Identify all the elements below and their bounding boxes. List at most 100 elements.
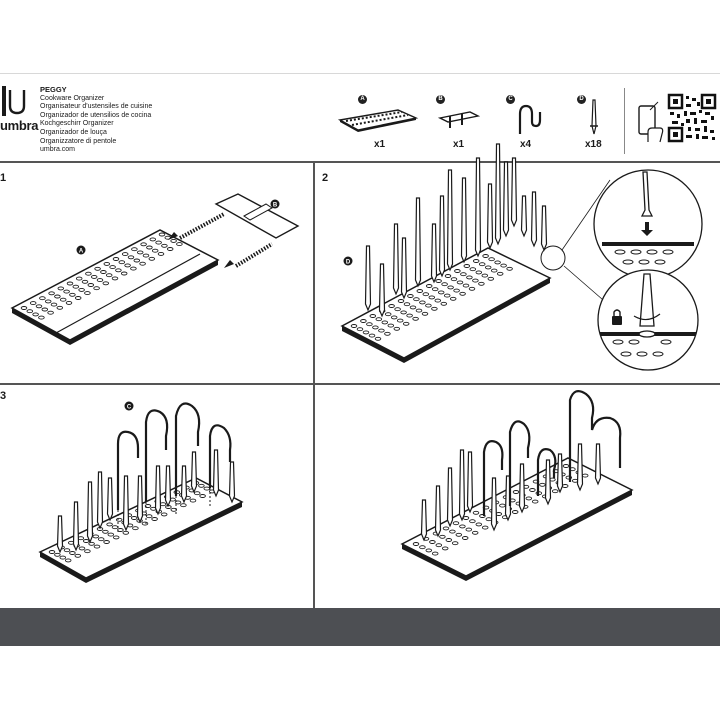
peg-hole xyxy=(478,281,485,286)
peg-hole xyxy=(161,243,168,248)
peg-hole xyxy=(455,532,463,537)
step-2-illustration: D xyxy=(340,143,703,371)
peg-hole xyxy=(65,300,73,305)
peg-hole xyxy=(131,247,138,252)
peg xyxy=(530,191,538,248)
peg-hole xyxy=(374,336,382,341)
peg-hole xyxy=(494,260,501,265)
peg-hole xyxy=(32,312,39,317)
peg-hole xyxy=(409,305,417,310)
step-4-illustration xyxy=(400,390,634,581)
step-number-2: 2 xyxy=(322,172,329,184)
peg-hole xyxy=(482,254,489,258)
peg-hole xyxy=(111,525,119,530)
peg-hole xyxy=(78,546,86,551)
peg-hole xyxy=(442,526,450,531)
peg-hole xyxy=(475,270,483,275)
wire-hook-icon xyxy=(518,104,542,134)
peg-hole xyxy=(360,319,367,323)
part-qty-d: x18 xyxy=(585,139,602,150)
panel-divider-vertical xyxy=(313,162,315,610)
peg-hole xyxy=(133,258,141,263)
peg-hole xyxy=(506,266,513,271)
phone-scan-icon xyxy=(638,101,664,143)
peg-hole xyxy=(581,473,589,478)
peg-hole xyxy=(90,274,98,279)
peg-hole xyxy=(469,267,477,272)
peg-hole xyxy=(105,273,113,278)
peg-hole xyxy=(562,464,570,468)
peg-hole xyxy=(435,543,443,548)
peg-hole xyxy=(69,292,76,297)
peg-hole xyxy=(159,502,167,507)
peg-hole xyxy=(103,261,111,266)
peg-hole xyxy=(41,307,49,312)
peg-hole xyxy=(431,551,439,556)
peg-hole xyxy=(103,540,110,544)
peg-hole xyxy=(69,551,76,555)
step-1-illustration: A B xyxy=(10,193,300,345)
peg-hole xyxy=(375,317,383,322)
peg-hole xyxy=(456,280,464,285)
peg-hole xyxy=(141,521,149,526)
peg-hole xyxy=(481,525,489,530)
peg-hole xyxy=(158,232,166,237)
peg-hole xyxy=(88,541,95,546)
peg-hole xyxy=(500,263,507,268)
peg-hole xyxy=(74,553,82,558)
peg-hole xyxy=(425,284,433,288)
subtitle-line: Cookware Organizer xyxy=(40,94,105,102)
peg-hole xyxy=(397,299,405,303)
peg-hole xyxy=(112,257,120,261)
peg-hole xyxy=(115,517,123,522)
peg xyxy=(106,477,114,522)
peg-icon xyxy=(590,99,598,135)
peg-hole xyxy=(142,253,150,258)
peg-hole xyxy=(120,271,128,276)
peg-hole xyxy=(465,527,473,532)
peg-hole xyxy=(441,282,448,287)
peg-hole xyxy=(72,284,80,289)
peg-hole xyxy=(109,265,116,270)
peg-hole xyxy=(39,296,46,301)
peg-hole xyxy=(384,331,391,336)
peg-hole xyxy=(415,308,423,313)
peg-hole xyxy=(63,289,70,294)
product-name: PEGGY xyxy=(40,85,67,94)
peg-hole xyxy=(422,292,430,297)
peg-hole xyxy=(48,550,56,554)
peg-hole xyxy=(115,268,122,273)
peg-hole xyxy=(87,283,95,287)
peg-hole xyxy=(462,283,470,288)
peg xyxy=(164,465,172,508)
peg-hole xyxy=(412,542,420,546)
peg-hole xyxy=(59,297,67,302)
part-qty-b: x1 xyxy=(453,139,465,150)
peg-hole xyxy=(122,530,130,535)
peg-hole xyxy=(443,293,451,298)
peg-hole xyxy=(461,536,469,540)
peg-hole xyxy=(139,261,146,266)
callout-c: C xyxy=(127,405,132,411)
peg-hole xyxy=(189,498,197,503)
peg-hole xyxy=(472,278,479,283)
qr-code-icon xyxy=(667,93,717,143)
peg-hole xyxy=(121,252,129,257)
peg-hole xyxy=(390,315,398,320)
peg-hole xyxy=(499,503,506,508)
peg xyxy=(446,169,454,272)
peg-hole xyxy=(412,316,419,321)
peg-hole xyxy=(539,482,546,487)
peg xyxy=(364,245,372,312)
peg-hole xyxy=(468,286,476,291)
peg-hole xyxy=(75,276,83,281)
peg-hole xyxy=(469,519,476,524)
peg-hole xyxy=(445,538,453,542)
peg xyxy=(438,195,446,278)
part-letter-d: D xyxy=(577,95,586,104)
callout-a: A xyxy=(79,249,84,255)
peg-hole xyxy=(366,322,373,327)
peg-hole xyxy=(151,517,158,521)
part-qty-c: x4 xyxy=(520,139,532,150)
peg xyxy=(594,443,602,486)
